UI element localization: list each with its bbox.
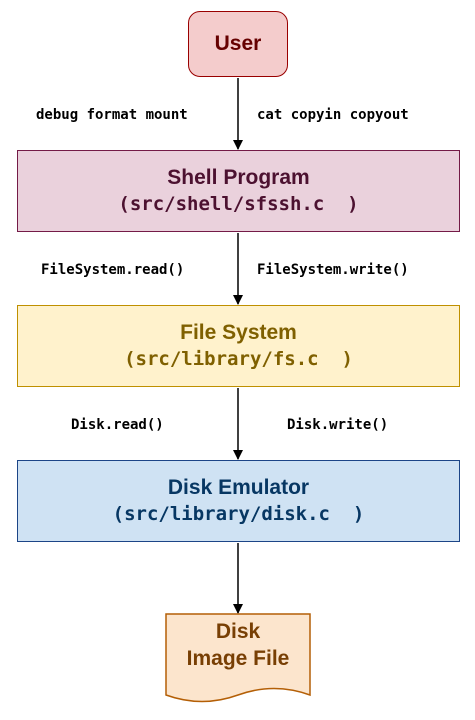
file-system-box: File System (src/library/fs.c ) [17, 305, 460, 387]
user-box: User [188, 11, 288, 77]
user-title: User [214, 32, 262, 55]
document-shape [165, 613, 311, 703]
filesystem-read-label: FileSystem.read() [41, 262, 185, 278]
shell-program-box: Shell Program (src/shell/sfssh.c ) [17, 150, 460, 232]
disk-image-file-line2: Image File [186, 647, 290, 670]
disk-emulator-box: Disk Emulator (src/library/disk.c ) [17, 460, 460, 542]
shell-program-title: Shell Program [167, 166, 310, 189]
file-system-title: File System [180, 321, 297, 344]
user-commands-left: debug format mount [36, 107, 188, 123]
filesystem-write-label: FileSystem.write() [257, 262, 409, 278]
disk-read-label: Disk.read() [71, 417, 164, 433]
disk-emulator-title: Disk Emulator [167, 476, 310, 499]
disk-image-file: Disk Image File [166, 618, 310, 672]
user-commands-right: cat copyin copyout [257, 107, 409, 123]
shell-program-path: (src/shell/sfssh.c ) [118, 193, 359, 215]
disk-emulator-path: (src/library/disk.c ) [112, 503, 365, 525]
disk-image-file-line1: Disk [215, 620, 261, 643]
disk-write-label: Disk.write() [287, 417, 389, 433]
file-system-path: (src/library/fs.c ) [124, 348, 353, 370]
